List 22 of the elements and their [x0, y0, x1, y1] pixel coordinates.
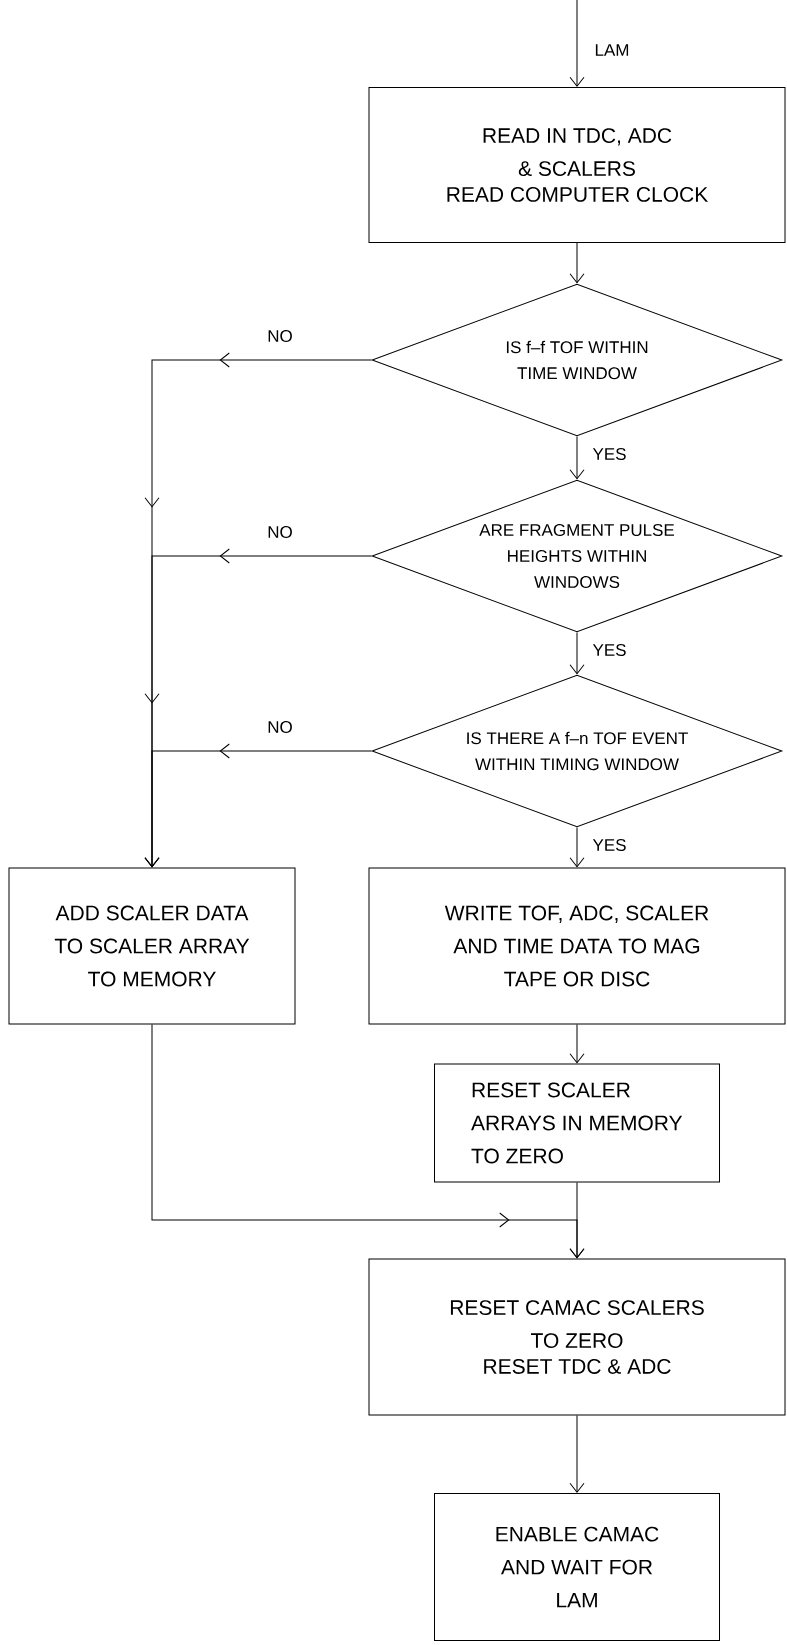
process-box: RESET CAMAC SCALERS TO ZERO RESET TDC & ADC	[368, 1258, 786, 1416]
process-box: RESET SCALER ARRAYS IN MEMORY TO ZERO	[434, 1063, 720, 1183]
edge-label: NO	[266, 720, 294, 735]
process-box: READ IN TDC, ADC & SCALERS READ COMPUTER CLOCK	[368, 87, 786, 243]
edge-label: YES	[591, 838, 628, 853]
edge-label: NO	[266, 525, 294, 539]
arrow	[569, 436, 585, 480]
process-box: ENABLE CAMAC AND WAIT FOR LAM	[434, 1493, 720, 1641]
arrow	[569, 1024, 585, 1064]
arrow	[569, 1182, 585, 1259]
edge-label: LAM	[593, 43, 631, 57]
edge-label: YES	[591, 447, 628, 461]
arrow	[569, 242, 585, 284]
process-box: ADD SCALER DATA TO SCALER ARRAY TO MEMORY	[8, 867, 296, 1025]
arrow	[569, 0, 585, 87]
arrow	[569, 827, 585, 868]
arrow	[144, 743, 372, 868]
arrow	[569, 632, 585, 675]
process-box: WRITE TOF, ADC, SCALER AND TIME DATA TO MAG TAPE OR DISC	[368, 867, 786, 1025]
edge-label: NO	[266, 329, 294, 343]
arrow	[569, 1415, 585, 1493]
edge-label: YES	[591, 643, 628, 657]
